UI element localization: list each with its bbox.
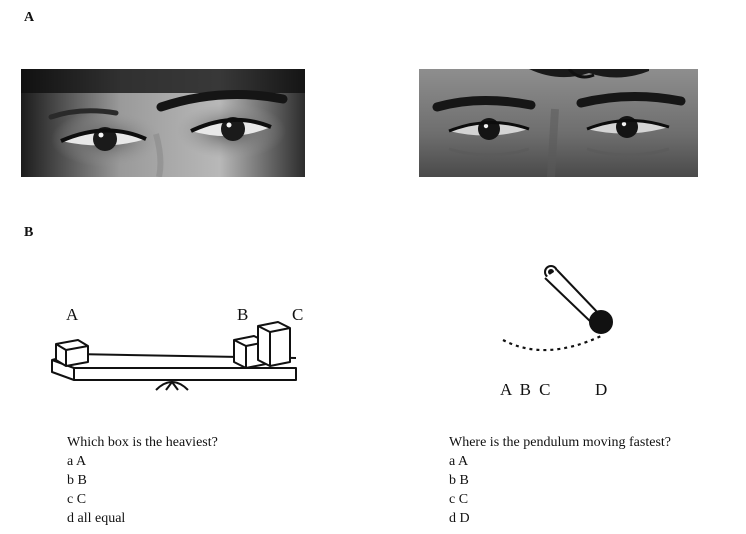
balance-option-c: c C (67, 492, 87, 507)
box-c (257, 321, 291, 367)
male-eyes-photo (419, 69, 698, 177)
male-eyes-image (419, 69, 698, 177)
female-eyes-photo (21, 69, 305, 177)
balance-question: Which box is the heaviest? (67, 435, 218, 450)
pendulum-option-d: d D (449, 511, 470, 526)
pendulum-question-block: Where is the pendulum moving fastest? a … (449, 433, 671, 528)
pendulum-option-c: c C (449, 492, 469, 507)
female-eyes-image (21, 69, 305, 177)
balance-option-d: d all equal (67, 511, 126, 526)
box-label-b: B (237, 305, 249, 324)
pendulum-option-b: b B (449, 473, 469, 488)
pendulum-drawing (502, 265, 613, 352)
panel-label-a: A (24, 10, 35, 25)
balance-option-b: b B (67, 473, 87, 488)
panel-label-b: B (24, 225, 34, 240)
pendulum-bob (589, 310, 613, 334)
balance-option-a: a A (67, 454, 87, 469)
box-a (55, 339, 89, 367)
box-label-c: C (292, 305, 304, 324)
pendulum-option-a: a A (449, 454, 469, 469)
pendulum-question: Where is the pendulum moving fastest? (449, 435, 671, 450)
box-label-a: A (66, 305, 79, 324)
pendulum-label-d: D (595, 380, 608, 399)
balance-scale-drawing (51, 321, 297, 391)
balance-question-block: Which box is the heaviest? a A b B c C d… (67, 433, 218, 528)
pendulum-position-labels: A B C (500, 380, 553, 399)
pendulum-path (502, 335, 602, 352)
